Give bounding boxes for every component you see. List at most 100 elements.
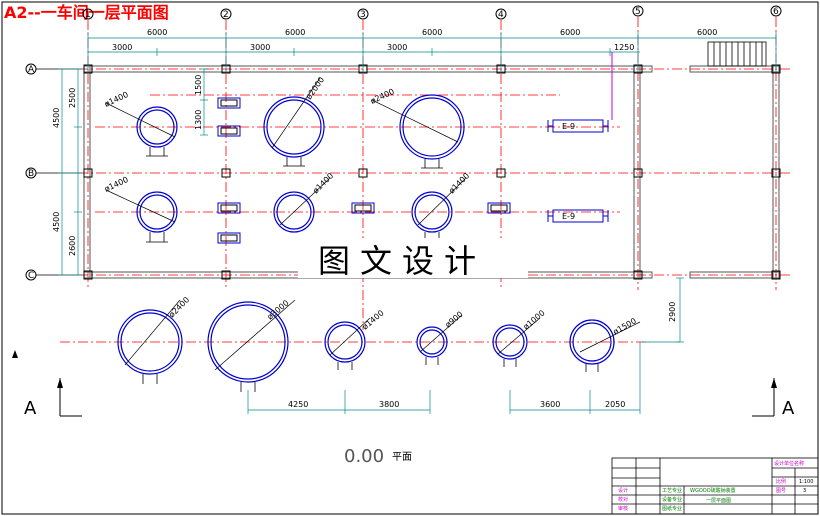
dim-top-span-1: 6000 (147, 28, 167, 37)
dim-left-total-2: 4500 (52, 212, 61, 232)
horizontal-centerlines (60, 68, 790, 343)
axis-label-col-1: 1 (85, 10, 91, 20)
dim-top-span-4: 6000 (560, 28, 580, 37)
vessel-label-b1: ø1400 (103, 175, 130, 194)
pumps (217, 97, 511, 244)
dim-left-total-1: 4500 (52, 108, 61, 128)
pump-body (490, 204, 508, 212)
section-marker-right (752, 378, 777, 417)
vessel-label-a3: ø2400 (369, 87, 396, 106)
bottom-dimension-labels: 4250 3800 3600 2050 (288, 400, 625, 409)
vessel-circle (327, 324, 363, 360)
dim-top-sub-3: 3000 (387, 43, 407, 52)
vessel-circle (266, 99, 322, 155)
vessel-circle (569, 319, 615, 365)
dim-bottom-4: 2050 (605, 400, 625, 409)
axis-label-col-6: 6 (773, 7, 779, 17)
vessel-circle (139, 109, 175, 145)
vessel-label-c3: ø1400 (361, 308, 386, 331)
axis-bubble (495, 8, 507, 20)
tb-scale: 1:100 (799, 479, 813, 485)
pump-body (487, 202, 511, 214)
vessel-circle (416, 326, 448, 358)
sheet-title: A2--一车间一层平面图 (4, 3, 169, 22)
staircase (707, 41, 767, 67)
vessel-diameter-lines-row-b (105, 177, 467, 226)
top-dimension-labels: 6000 6000 6000 6000 6000 3000 3000 3000 … (112, 28, 717, 52)
bottom-dimensions (247, 342, 641, 414)
tb-mid-label-1: 工艺专业 (662, 487, 682, 494)
pump-body (217, 125, 241, 137)
vessels-row-a (136, 94, 465, 160)
dim-inner-2: 1300 (194, 110, 203, 130)
vessel-circle (399, 94, 465, 160)
tb-mid-label-2: 设备专业 (662, 496, 682, 503)
plan-label-suffix: 平面 (392, 452, 412, 463)
axis-bubble (82, 8, 94, 20)
axis-label-row-b: B (28, 169, 34, 179)
dim-top-span-3: 6000 (422, 28, 442, 37)
watermark-background (298, 238, 528, 278)
right-dimension (642, 277, 684, 343)
dim-top-sub-1: 3000 (112, 43, 132, 52)
pump-body (217, 202, 241, 214)
heat-exchangers (547, 52, 613, 223)
axis-label-col-2: 2 (223, 10, 229, 20)
axis-label-row-a: A (28, 65, 35, 75)
vertical-centerlines (87, 17, 777, 330)
vessel-circle (324, 321, 366, 363)
vessel-supports-row-a (146, 147, 443, 169)
exchanger-label-2: E-9 (562, 212, 575, 221)
top-dimensions (87, 32, 777, 72)
pump-body (220, 234, 238, 242)
vessel-labels-row-a: ø1400 ø2000 ø2400 (103, 75, 396, 109)
pump-body (217, 97, 241, 109)
vessel-circle (572, 322, 612, 362)
exchanger-shell (552, 119, 604, 133)
left-dimensions (58, 68, 82, 276)
vessels-row-b (136, 191, 453, 233)
vessel-labels-row-c: ø2400 ø3000 ø1400 ø900 ø1000 ø1500 (167, 295, 638, 337)
vessel-circle (411, 191, 453, 233)
dim-bottom-3: 3600 (540, 400, 560, 409)
dim-top-span-2: 6000 (285, 28, 305, 37)
vessel-circle (273, 191, 315, 233)
pump-body (217, 232, 241, 244)
vessel-circle (492, 324, 528, 360)
vessel-circle (419, 329, 445, 355)
title-block (611, 457, 819, 515)
tb-project: WGOOO硫酸钠装置 (690, 487, 736, 494)
watermark-text: 图文设计 (318, 242, 486, 280)
vessel-circle (136, 106, 178, 148)
pump-body (354, 204, 372, 212)
vessel-circle (276, 194, 312, 230)
vessels-row-c (117, 301, 615, 383)
vessel-circle (263, 96, 325, 158)
inner-dimension-labels: 1500 1300 (194, 75, 203, 130)
axis-bubble (632, 5, 644, 17)
dim-top-sub-2: 3000 (250, 43, 270, 52)
vessel-label-c1: ø2400 (167, 295, 191, 319)
vessel-circle (120, 312, 180, 372)
section-label-left: A (24, 398, 37, 419)
tb-left-label-1: 设计 (618, 487, 628, 494)
tb-left-label-3: 审核 (618, 505, 628, 512)
tb-left-label-2: 校对 (618, 496, 628, 503)
vessel-circle (210, 304, 286, 380)
dim-left-sub-2: 2600 (68, 236, 77, 256)
tb-sheet-no: 3 (803, 488, 806, 494)
vessel-circle (139, 194, 175, 230)
vessel-circle (402, 97, 462, 157)
vessel-label-b2: ø1400 (311, 171, 335, 195)
pump-body (220, 99, 238, 107)
inner-dimensions (200, 68, 208, 136)
vessel-diameter-lines-row-c (124, 299, 641, 371)
dim-bottom-2: 3800 (379, 400, 399, 409)
vessel-label-b3: ø1400 (447, 171, 471, 195)
dim-right-vertical: 2900 (668, 302, 677, 322)
tb-scale-label: 比例 (776, 478, 786, 485)
vessel-label-c6: ø1500 (612, 316, 638, 336)
vessel-label-a1: ø1400 (103, 90, 130, 109)
